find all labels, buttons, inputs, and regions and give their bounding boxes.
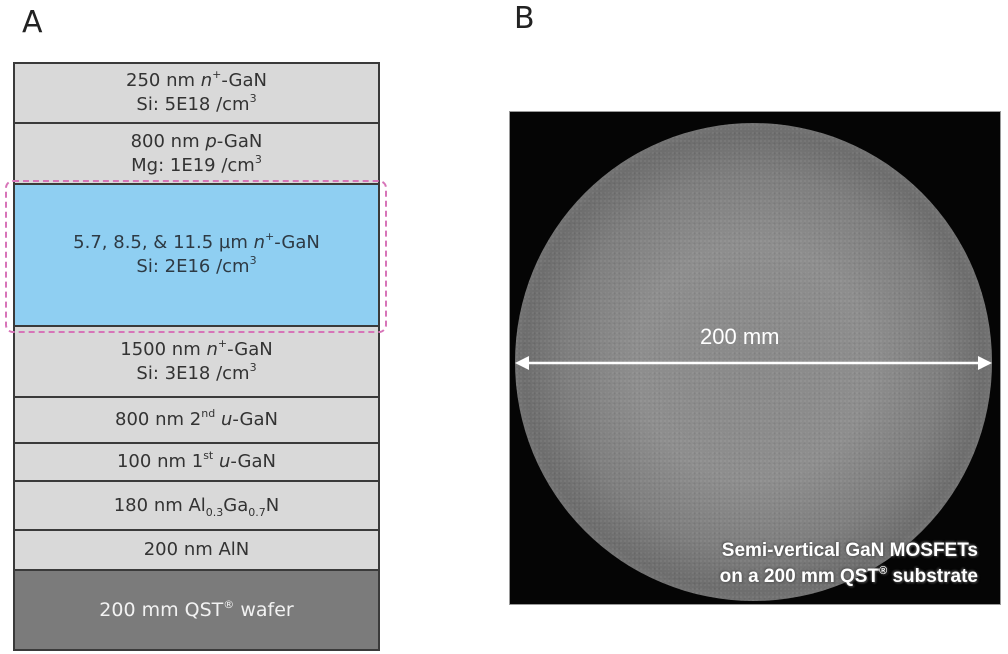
layer-u-gan-2nd: 800 nm 2nd u-GaN <box>13 396 380 444</box>
epitaxial-layer-stack: 250 nm n+-GaN Si: 5E18 /cm3 800 nm p-GaN… <box>13 62 380 651</box>
layer-doping: Si: 3E18 /cm3 <box>136 360 257 384</box>
diameter-arrow-icon <box>515 356 992 370</box>
wafer-caption: Semi-vertical GaN MOSFETs on a 200 mm QS… <box>720 538 978 590</box>
layer-bottom-n-plus-gan: 1500 nm n+-GaN Si: 3E18 /cm3 <box>13 325 380 398</box>
layer-p-gan: 800 nm p-GaN Mg: 1E19 /cm3 <box>13 122 380 185</box>
caption-line-1: Semi-vertical GaN MOSFETs <box>721 540 978 561</box>
layer-doping: Si: 5E18 /cm3 <box>136 92 257 115</box>
layer-title: 100 nm 1st u-GaN <box>116 449 276 472</box>
layer-title: 5.7, 8.5, & 11.5 µm n+-GaN <box>73 230 320 253</box>
caption-line-2: on a 200 mm QST® substrate <box>719 565 978 588</box>
layer-aln: 200 nm AlN <box>13 529 380 571</box>
layer-top-n-plus-gan: 250 nm n+-GaN Si: 5E18 /cm3 <box>13 62 380 124</box>
wafer-photo: 200 mm Semi-vertical GaN MOSFETs on a 20… <box>509 111 1001 605</box>
diameter-label: 200 mm <box>700 324 780 349</box>
layer-title: 200 mm QST® wafer <box>99 598 294 621</box>
layer-doping: Mg: 1E19 /cm3 <box>131 152 262 176</box>
panel-b-label: B <box>514 1 535 36</box>
layer-algan: 180 nm Al0.3Ga0.7N <box>13 480 380 531</box>
layer-title: 800 nm 2nd u-GaN <box>115 407 278 430</box>
layer-title: 800 nm p-GaN <box>130 130 263 152</box>
layer-title: 250 nm n+-GaN <box>126 68 267 91</box>
layer-title: 1500 nm n+-GaN <box>120 336 273 360</box>
panel-a-label: A <box>22 5 43 40</box>
layer-u-gan-1st: 100 nm 1st u-GaN <box>13 442 380 482</box>
wafer-disk <box>515 123 992 601</box>
layer-title: 200 nm AlN <box>143 539 250 560</box>
layer-doping: Si: 2E16 /cm3 <box>136 254 257 277</box>
layer-drift-n-plus-gan: 5.7, 8.5, & 11.5 µm n+-GaN Si: 2E16 /cm3 <box>13 183 380 327</box>
layer-title: 180 nm Al0.3Ga0.7N <box>113 494 280 519</box>
layer-qst-wafer: 200 mm QST® wafer <box>13 569 380 651</box>
